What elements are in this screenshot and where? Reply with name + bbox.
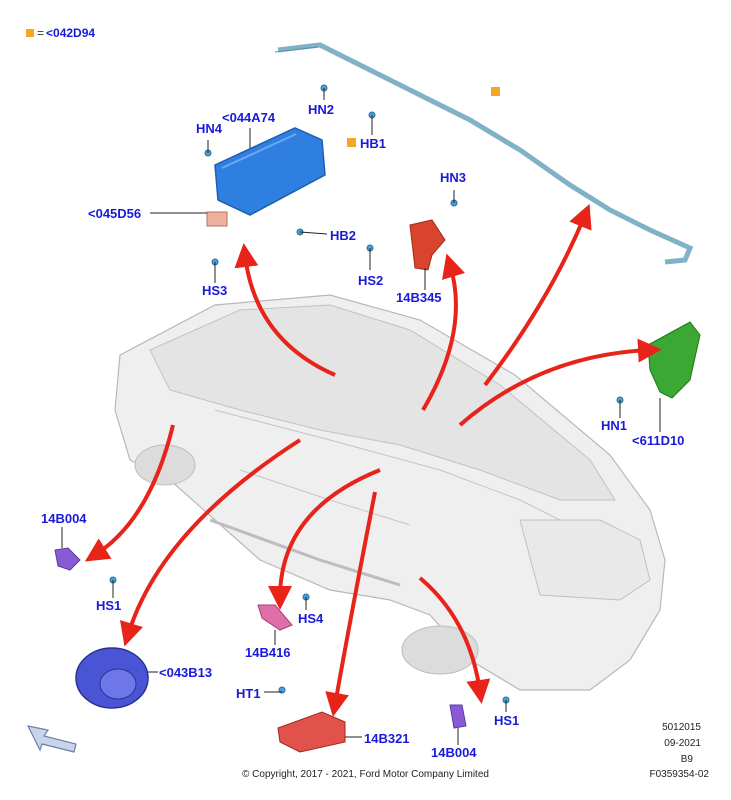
- curtain-airbag: [274, 42, 694, 265]
- vehicle-body: [114, 294, 666, 691]
- legend-symbol: =: [37, 26, 45, 40]
- label-611d10: <611D10: [632, 433, 685, 448]
- leader-lines: [61, 88, 661, 745]
- label-hn1: HN1: [601, 418, 628, 433]
- sensor-14b004-left: [54, 547, 81, 571]
- label-ht1: HT1: [236, 686, 261, 701]
- label-hs4: HS4: [298, 611, 324, 626]
- orange-marker-hb1: [347, 138, 356, 147]
- label-hs3: HS3: [202, 283, 228, 298]
- label-hn2: HN2: [308, 102, 335, 117]
- label-045d56: <045D56: [88, 206, 142, 221]
- label-14b004-left: 14B004: [41, 511, 87, 526]
- knee-airbag-14b345: [409, 219, 446, 271]
- label-hs1-right: HS1: [494, 713, 520, 728]
- label-14b004-right: 14B004: [431, 745, 477, 760]
- orange-marker-curtain: [491, 87, 500, 96]
- copyright: © Copyright, 2017 - 2021, Ford Motor Com…: [242, 769, 489, 780]
- label-hb2: HB2: [330, 228, 357, 243]
- sensor-14b004-right: [449, 704, 467, 729]
- bracket-045d56: [206, 211, 228, 227]
- label-14b416: 14B416: [245, 645, 291, 660]
- figure-number: F0359354-02: [649, 769, 710, 780]
- label-hn3: HN3: [440, 170, 467, 185]
- label-043b13: <043B13: [159, 665, 213, 680]
- legend: =<042D94: [26, 26, 95, 40]
- label-14b321: 14B321: [364, 731, 410, 746]
- seat-airbag-611d10: [647, 321, 701, 399]
- pointer-arrows: [84, 203, 662, 717]
- drawing-code: 5012015: [662, 722, 701, 733]
- front-direction-arrow-icon: [26, 725, 77, 753]
- label-hn4: HN4: [196, 121, 223, 136]
- label-hs1-left: HS1: [96, 598, 122, 613]
- sensor-14b416: [257, 604, 293, 631]
- drawing-date: 09-2021: [664, 738, 701, 749]
- legend-text: <042D94: [46, 26, 96, 40]
- label-hs2: HS2: [358, 273, 384, 288]
- label-044a74: <044A74: [222, 110, 276, 125]
- label-14b345: 14B345: [396, 290, 442, 305]
- driver-airbag-043b13: [75, 647, 149, 709]
- legend-marker: [26, 29, 34, 37]
- passenger-airbag-module: [214, 127, 326, 216]
- drawing-rev: B9: [680, 754, 693, 765]
- restraints-module-14b321: [277, 711, 346, 753]
- label-hb1: HB1: [360, 136, 387, 151]
